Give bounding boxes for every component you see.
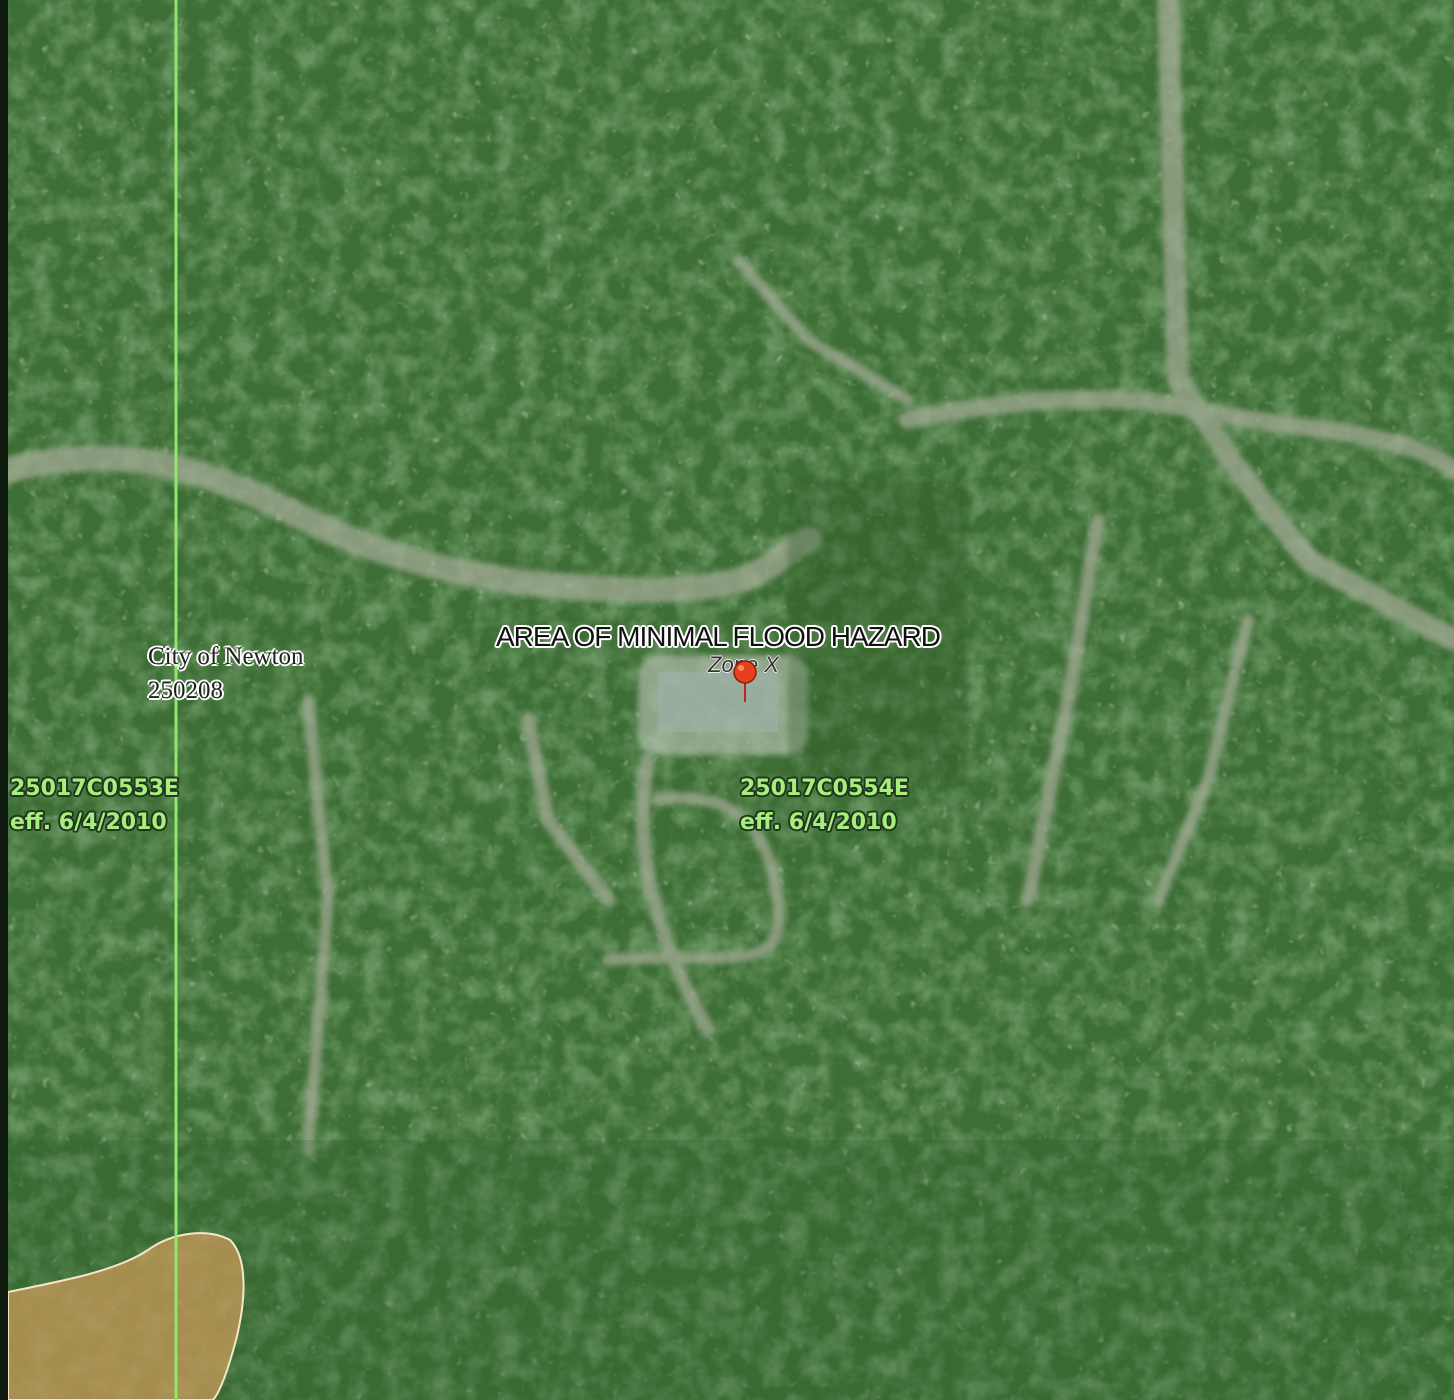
aerial-imagery xyxy=(8,0,1454,1400)
panel-number: 25017C0553E xyxy=(10,776,179,801)
map-pin-icon[interactable] xyxy=(732,660,758,702)
panel-number: 25017C0554E xyxy=(740,776,909,801)
community-id: 250208 xyxy=(148,677,223,704)
panel-effective-date: eff. 6/4/2010 xyxy=(10,810,167,835)
flood-zone-title: AREA OF MINIMAL FLOOD HAZARD xyxy=(496,621,941,652)
panel-effective-date: eff. 6/4/2010 xyxy=(740,810,897,835)
panel-label-0554: 25017C0554E eff. 6/4/2010 xyxy=(740,772,909,840)
panel-label-0553: 25017C0553E eff. 6/4/2010 xyxy=(10,772,179,840)
community-name: City of Newton xyxy=(148,643,304,670)
community-label: City of Newton 250208 xyxy=(148,640,304,708)
